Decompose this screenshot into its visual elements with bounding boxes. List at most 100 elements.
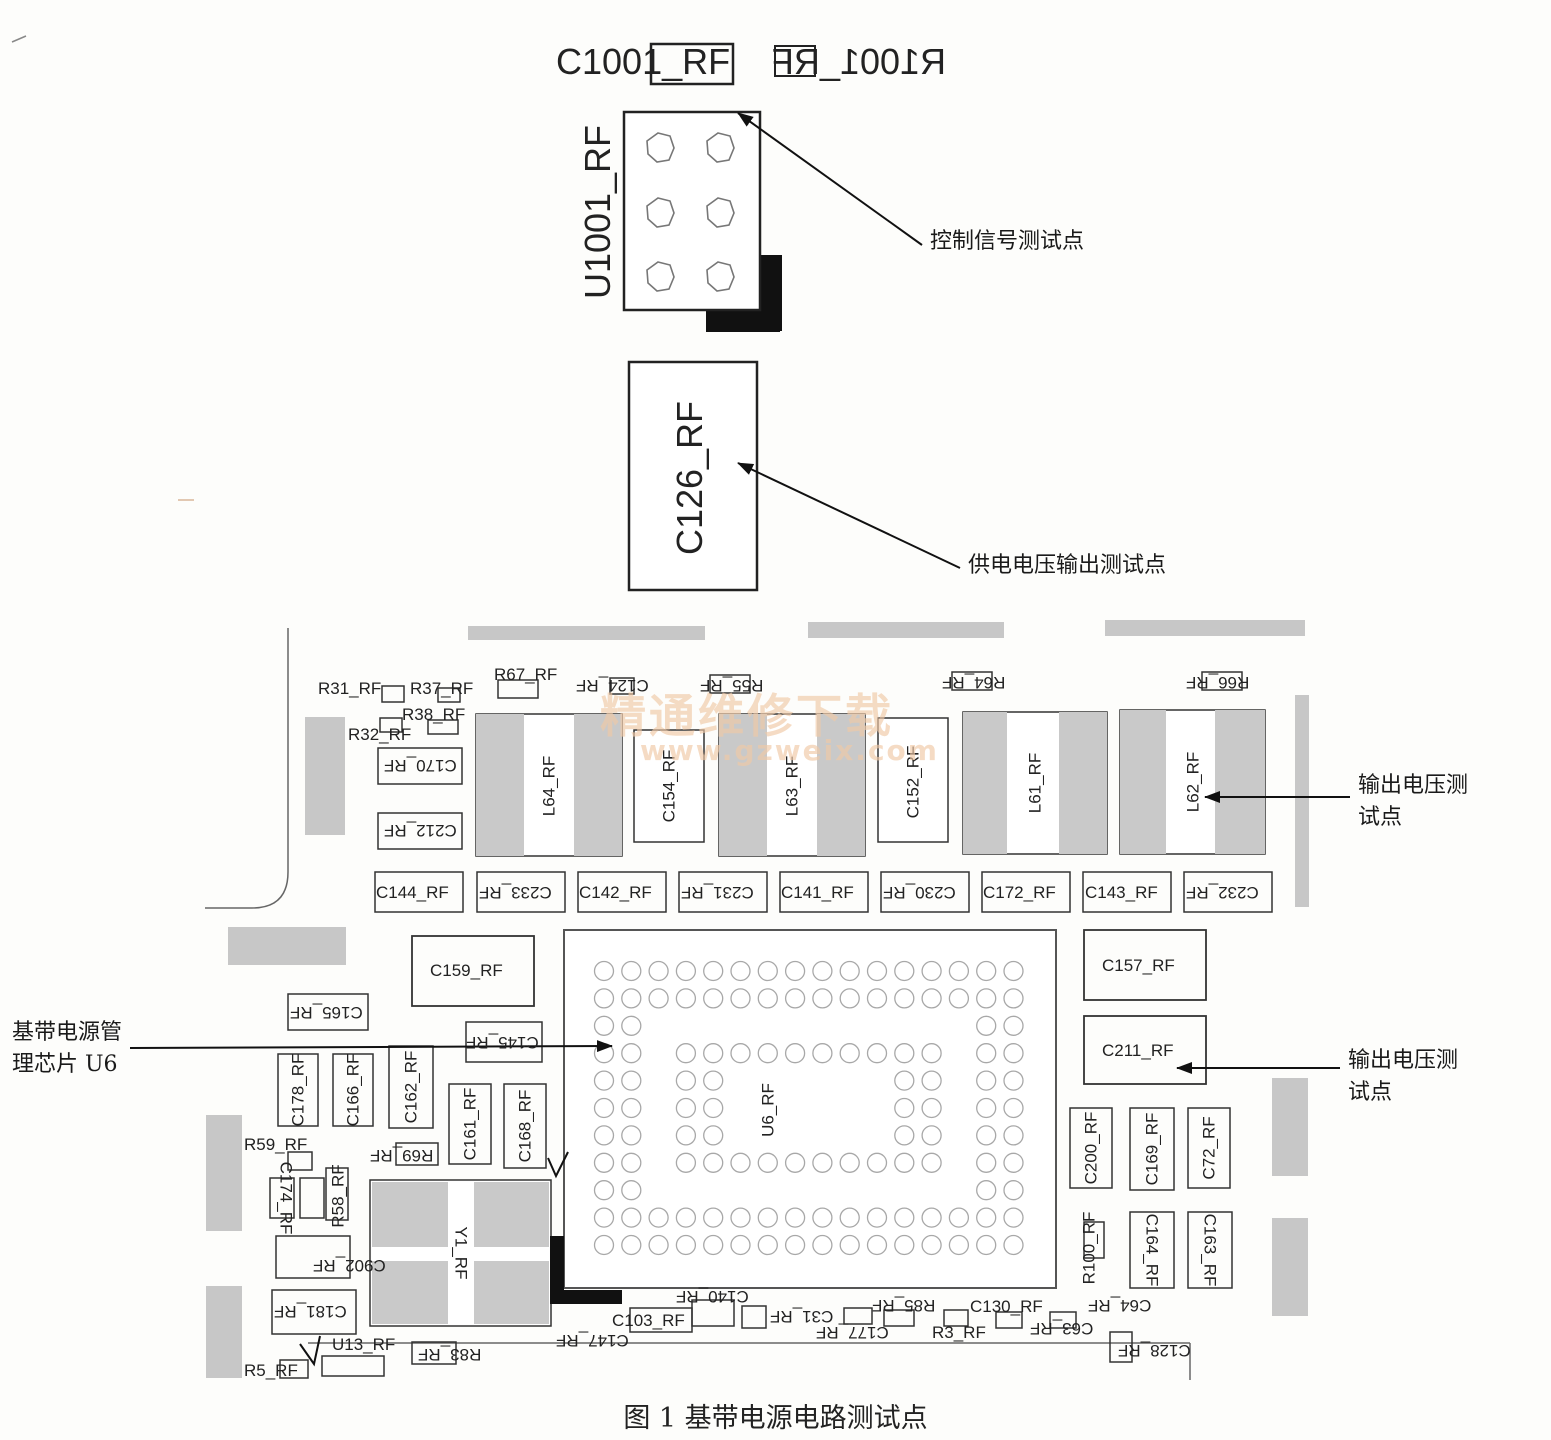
bga-ball — [703, 1070, 724, 1091]
label-c170: C170_RF — [384, 756, 457, 775]
bga-ball — [648, 960, 669, 982]
bga-ball — [921, 1097, 942, 1119]
bga-ball — [948, 1207, 970, 1228]
bga-ball — [593, 960, 615, 982]
bga-ball — [812, 988, 833, 1009]
bga-ball — [675, 1070, 697, 1091]
bga-ball — [703, 1125, 724, 1146]
label-c211: C211_RF — [1102, 1041, 1174, 1060]
large-caps — [411, 929, 1207, 1085]
bga-ball — [703, 1207, 724, 1228]
annotation-output-voltage-1: 输出电压测 试点 — [1358, 770, 1468, 834]
u6-pin1-marker-base — [550, 1290, 622, 1304]
bga-ball — [976, 1070, 997, 1091]
bga-ball — [757, 1207, 778, 1228]
bga-ball — [921, 1043, 942, 1064]
label-c902: C902_RF — [313, 1256, 386, 1275]
bga-ball — [894, 1234, 915, 1256]
label-r1001: R1001_RF — [771, 41, 946, 82]
bga-ball — [839, 1207, 860, 1228]
label-c143: C143_RF — [1085, 883, 1158, 902]
label-c157: C157_RF — [1102, 956, 1175, 975]
label-c181: C181_RF — [274, 1302, 347, 1321]
bga-ball — [948, 1234, 970, 1256]
bga-ball — [894, 960, 915, 982]
bga-ball — [757, 960, 778, 982]
u1001-chip — [622, 110, 782, 332]
bga-ball — [976, 1152, 997, 1173]
bga-ball — [593, 1070, 615, 1091]
bga-ball — [675, 1234, 697, 1256]
label-r58: R58_RF — [328, 1164, 348, 1228]
bga-ball — [621, 1234, 642, 1256]
bga-ball — [894, 1207, 915, 1228]
bga-ball — [976, 1207, 997, 1228]
label-l61: L61_RF — [1025, 752, 1045, 814]
label-l64: L64_RF — [539, 755, 559, 817]
bga-ball — [593, 1152, 615, 1173]
bga-ball — [621, 1180, 642, 1201]
bga-ball — [593, 988, 615, 1009]
scan-mark — [11, 35, 27, 43]
bga-ball — [812, 960, 833, 982]
label-c126: C126_RF — [669, 400, 710, 556]
bga-ball — [1003, 1125, 1024, 1146]
label-u1001: U1001_RF — [577, 124, 618, 300]
bga-ball — [894, 1070, 915, 1091]
bga-ball — [593, 1234, 615, 1256]
label-r67: R67_RF — [494, 665, 558, 684]
label-r38: R38_RF — [402, 705, 466, 724]
bga-ball — [1003, 1207, 1024, 1228]
bga-ball — [1003, 1180, 1024, 1201]
label-c230: C230_RF — [883, 883, 956, 902]
bga-ball — [621, 1070, 642, 1091]
label-r66: R66_RF — [1186, 673, 1250, 692]
annotation-supply-output: 供电电压输出测试点 — [968, 553, 1167, 578]
bga-ball — [621, 1207, 642, 1228]
label-c177: C177_RF — [816, 1323, 889, 1342]
c1001-pad — [649, 42, 735, 86]
label-c169: C169_RF — [1142, 1112, 1162, 1186]
bga-ball — [621, 1043, 642, 1064]
bga-ball — [675, 988, 697, 1009]
c126-pad — [627, 360, 759, 592]
bga-ball — [730, 1234, 751, 1256]
bga-ball — [593, 1125, 615, 1146]
label-c145: C145_RF — [466, 1033, 539, 1052]
bga-ball — [675, 1207, 697, 1228]
label-c159: C159_RF — [430, 961, 503, 980]
label-c231: C231_RF — [681, 883, 754, 902]
bga-ball — [921, 1070, 942, 1091]
label-c168: C168_RF — [515, 1089, 535, 1163]
label-c178: C178_RF — [288, 1053, 308, 1127]
bga-ball — [921, 988, 942, 1009]
bga-ball — [812, 1234, 833, 1256]
bga-ball — [703, 1234, 724, 1256]
u6-pin1-marker — [550, 1236, 564, 1304]
label-r64: R64_RF — [942, 673, 1006, 692]
bga-ball — [593, 1015, 615, 1036]
shield-strips — [206, 620, 1309, 1378]
arrow-control-signal — [737, 112, 923, 246]
label-c232: C232_RF — [1186, 883, 1259, 902]
bga-ball — [675, 1125, 697, 1146]
label-c141: C141_RF — [781, 883, 854, 902]
bga-ball — [703, 988, 724, 1009]
u6-chip — [563, 929, 1057, 1289]
bga-ball — [730, 1152, 751, 1173]
bga-ball — [1003, 1043, 1024, 1064]
bga-ball — [621, 1125, 642, 1146]
label-c130: C130_RF — [970, 1297, 1043, 1316]
bga-ball — [921, 1207, 942, 1228]
bga-ball — [703, 1043, 724, 1064]
label-r83: R83_RF — [418, 1345, 482, 1364]
bga-ball — [976, 1125, 997, 1146]
bga-ball — [621, 960, 642, 982]
bga-ball — [730, 960, 751, 982]
cap-row — [374, 871, 1273, 913]
annotation-line: 试点 — [1348, 1079, 1393, 1105]
bga-ball — [784, 988, 806, 1009]
bga-ball — [866, 1043, 888, 1064]
board-outline — [205, 628, 1191, 1380]
r1001-pad — [774, 45, 816, 77]
